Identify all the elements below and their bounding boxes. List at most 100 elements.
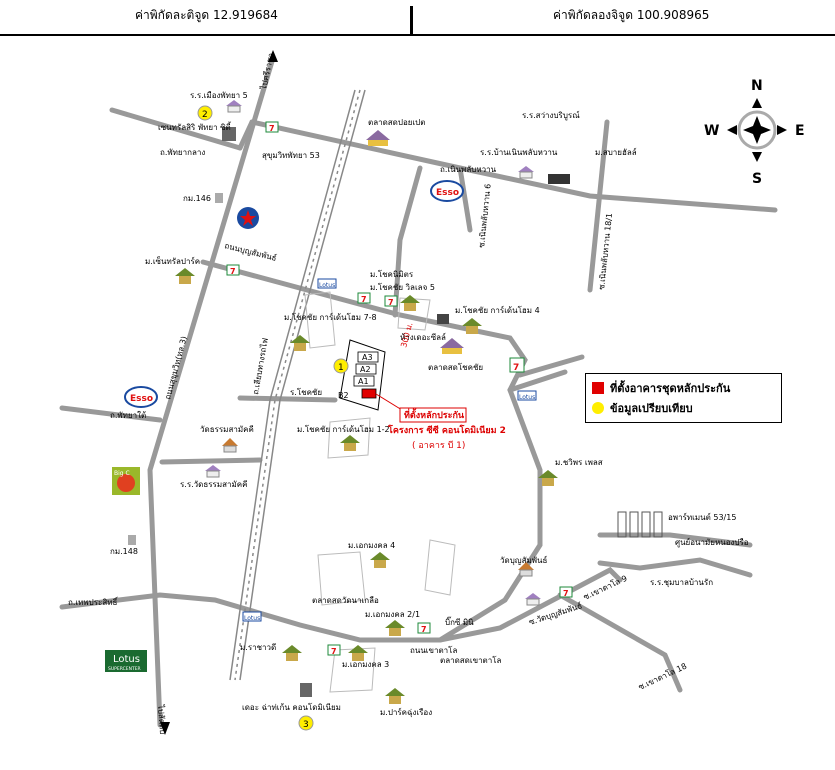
legend-subject: ที่ตั้งอาคารชุดหลักประกัน (592, 379, 730, 397)
latitude-text: ค่าพิกัดละติจูด 12.919684 (135, 8, 278, 22)
road-network (59, 55, 778, 728)
svg-text:Lotus: Lotus (113, 654, 140, 665)
school-icon (205, 465, 221, 478)
school-icon (226, 100, 242, 113)
svg-text:ถ.พัทยาใต้: ถ.พัทยาใต้ (110, 411, 146, 420)
svg-text:ตลาดสดเขาตาโล: ตลาดสดเขาตาโล (440, 655, 502, 665)
svg-text:กม.146: กม.146 (183, 194, 211, 203)
svg-text:7: 7 (230, 267, 236, 276)
svg-text:ถ.เนินพลับหวาน: ถ.เนินพลับหวาน (440, 165, 497, 174)
side-road-east-2 (517, 354, 585, 378)
bigc-logo-icon: Big C (112, 467, 140, 495)
svg-text:ม.เอกมงคล 2/1: ม.เอกมงคล 2/1 (365, 610, 420, 619)
house-icon (400, 295, 420, 311)
railway-line (229, 89, 366, 681)
svg-text:ถ.เลียบทางรถไฟ: ถ.เลียบทางรถไฟ (251, 337, 270, 395)
house-icon (348, 645, 368, 661)
svg-text:Big C: Big C (114, 470, 130, 477)
svg-text:Esso: Esso (436, 188, 459, 198)
svg-text:Lotus: Lotus (319, 282, 335, 289)
map-legend: ที่ตั้งอาคารชุดหลักประกัน ข้อมูลเปรียบเท… (585, 373, 782, 423)
svg-text:เดอะ ฉ่าท่เก้น คอนโดมิเนียม: เดอะ ฉ่าท่เก้น คอนโดมิเนียม (242, 702, 341, 712)
landmark-icons (128, 100, 570, 697)
svg-text:ร.โชคชัย: ร.โชคชัย (290, 387, 322, 397)
subject-label-box (399, 407, 467, 423)
svg-text:7: 7 (361, 295, 367, 304)
subject-building (361, 388, 377, 399)
south-pattaya-road (59, 405, 163, 423)
soi-khao-talo-9 (597, 557, 753, 578)
svg-text:ม.เอกมงคล 4: ม.เอกมงคล 4 (348, 541, 395, 550)
svg-text:ม.ปาร์คฉุ่งเรือง: ม.ปาร์คฉุ่งเรือง (380, 707, 432, 717)
house-icon (385, 620, 405, 636)
block-a3: A3 (362, 353, 373, 362)
subject-label: ที่ตั้งหลักประกัน (404, 408, 465, 421)
comparable-marker-1 (333, 358, 349, 374)
svg-text:S: S (752, 171, 762, 187)
svg-text:ถ.พัทยากลาง: ถ.พัทยากลาง (160, 148, 205, 157)
plot-outlines (304, 291, 456, 693)
header-divider (410, 6, 413, 34)
soi-noen-plub-wan-6 (457, 165, 473, 233)
comparable-1-number: 1 (338, 363, 344, 373)
svg-text:7: 7 (513, 363, 519, 373)
school-icon (525, 593, 541, 606)
svg-text:ถ.เทพประสิทธิ์: ถ.เทพประสิทธิ์ (68, 596, 119, 607)
svg-text:ซ.เนินพลับหวาน 18/1: ซ.เนินพลับหวาน 18/1 (597, 213, 614, 291)
place-labels: ร.ร.เมืองพัทยา 5 เซนทรัลสิริ พัทยา ซิตี้… (110, 91, 749, 717)
house-icon (385, 688, 405, 704)
svg-text:ม.ราชาวดี: ม.ราชาวดี (240, 643, 276, 652)
svg-text:ไปศรีราชา: ไปศรีราชา (259, 52, 276, 91)
svg-text:วัดธรรมสามัคคี: วัดธรรมสามัคคี (200, 425, 254, 434)
svg-text:ม.โชคชัย การ์เด้นโฮม 1-2: ม.โชคชัย การ์เด้นโฮม 1-2 (297, 424, 390, 434)
esso-logos: Esso Esso (124, 180, 464, 408)
building-icon (548, 174, 570, 184)
block-b2: B2 (338, 391, 349, 400)
connector-road (237, 119, 255, 151)
svg-text:ม.สบายฮัลล์: ม.สบายฮัลล์ (595, 147, 637, 157)
svg-text:บิ๊กซี มินิ: บิ๊กซี มินิ (445, 616, 474, 627)
building-icon (300, 683, 312, 697)
house-icon (538, 470, 558, 486)
subject-site[interactable]: A3 A2 A1 B2 (338, 339, 386, 411)
noen-plub-wan-road (249, 119, 778, 213)
block-a2: A2 (360, 365, 371, 374)
building-icon (222, 127, 236, 141)
svg-text:ร.ร.เมืองพัทยา 5: ร.ร.เมืองพัทยา 5 (190, 91, 248, 100)
temple-road (159, 457, 263, 465)
svg-text:ร.ร.ชุมบาลบ้านรัก: ร.ร.ชุมบาลบ้านรัก (650, 578, 713, 587)
subject-project: โครงการ ซีซี คอนโดมิเนียม 2 (387, 424, 506, 436)
svg-text:ม.เอกมงคล 3: ม.เอกมงคล 3 (342, 660, 389, 669)
svg-text:ห้างเดอะซีลล์: ห้างเดอะซีลล์ (400, 332, 446, 342)
market-icon (440, 338, 464, 354)
svg-text:ตลาดสดโชคชัย: ตลาดสดโชคชัย (428, 362, 483, 372)
comparable-markers[interactable]: 2 1 3 (197, 105, 349, 731)
svg-text:ซ.เขาตาโล 9: ซ.เขาตาโล 9 (582, 573, 629, 602)
svg-text:ถนนเขาตาโล: ถนนเขาตาโล (410, 645, 457, 655)
svg-text:ไปสัตหีบ: ไปสัตหีบ (156, 704, 167, 735)
svg-text:ร.ร.สว่างบริบูรณ์: ร.ร.สว่างบริบูรณ์ (522, 110, 580, 121)
svg-text:Lotus: Lotus (519, 394, 535, 401)
comparable-marker-2 (197, 105, 213, 121)
legend-comparable: ข้อมูลเปรียบเทียบ (592, 399, 693, 417)
house-icon (290, 335, 310, 351)
comparable-3-number: 3 (303, 720, 309, 730)
svg-text:Esso: Esso (130, 394, 153, 404)
lotus-small-icons: Lotus Lotus Lotus (242, 278, 537, 622)
km-post-icon (215, 193, 223, 203)
north-pattaya-road (109, 107, 243, 151)
comparable-swatch-icon (592, 402, 604, 414)
svg-text:ศูนย์อนามัยหนองปรือ: ศูนย์อนามัยหนองปรือ (675, 537, 749, 548)
village-icons (175, 268, 558, 704)
comparable-2-number: 2 (202, 110, 208, 120)
svg-text:W: W (704, 123, 719, 139)
svg-text:ม.โชคชัย วิลเลจ 5: ม.โชคชัย วิลเลจ 5 (370, 282, 435, 292)
khao-talo-road (437, 566, 623, 643)
svg-text:E: E (795, 123, 805, 139)
soi-18-1 (587, 119, 610, 293)
department-store-icon (437, 314, 449, 324)
house-icon (175, 268, 195, 284)
legend-comparable-label: ข้อมูลเปรียบเทียบ (610, 402, 693, 415)
svg-text:ถนนบุญสัมพันธ์: ถนนบุญสัมพันธ์ (224, 240, 278, 263)
